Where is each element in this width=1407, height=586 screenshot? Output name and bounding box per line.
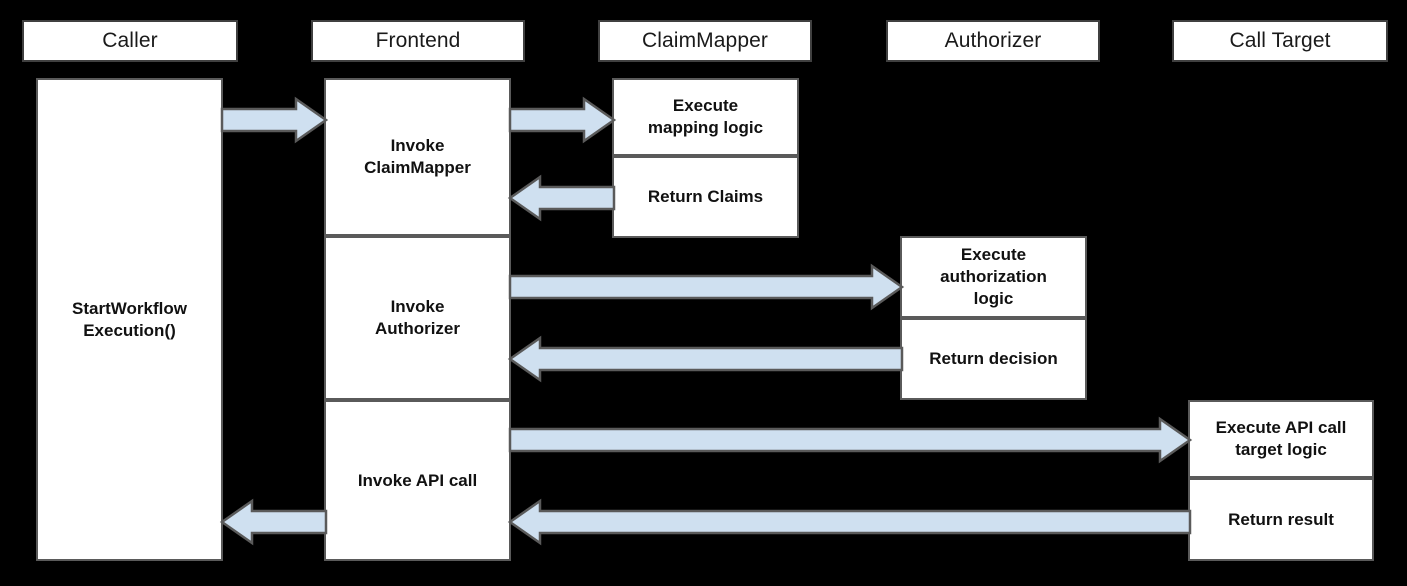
message-arrow-frontend-to-claimmapper[interactable] (508, 96, 617, 144)
activation-authorizer-execute-authorization-logic-label: Execute authorization logic (940, 245, 1047, 308)
lifeline-header-claimmapper[interactable]: ClaimMapper (598, 20, 812, 62)
activation-caller-label: StartWorkflow Execution() (72, 298, 187, 340)
activation-frontend-invoke-claimmapper-label: Invoke ClaimMapper (364, 136, 471, 177)
activation-authorizer-return-decision[interactable]: Return decision (900, 318, 1087, 400)
activation-calltarget-return-result-label: Return result (1228, 509, 1334, 529)
activation-caller-startworkflowexecution[interactable]: StartWorkflow Execution() (36, 78, 223, 561)
activation-frontend-invoke-api-call[interactable]: Invoke API call (324, 400, 511, 561)
activation-calltarget-execute-api-call-target-logic-label: Execute API call target logic (1215, 418, 1347, 459)
message-arrow-calltarget-to-frontend[interactable] (507, 498, 1192, 546)
activation-frontend-invoke-authorizer-label: Invoke Authorizer (375, 297, 460, 338)
activation-claimmapper-execute-mapping-logic-label: Execute mapping logic (647, 96, 764, 137)
message-arrow-caller-to-frontend[interactable] (220, 96, 329, 144)
activation-authorizer-return-decision-label: Return decision (929, 349, 1058, 369)
activation-authorizer-execute-authorization-logic[interactable]: Execute authorization logic (900, 236, 1087, 318)
activation-calltarget-execute-api-call-target-logic[interactable]: Execute API call target logic (1188, 400, 1374, 478)
lifeline-header-calltarget-label: Call Target (1229, 29, 1331, 52)
activation-claimmapper-return-claims-label: Return Claims (647, 187, 764, 207)
lifeline-header-authorizer-label: Authorizer (944, 29, 1042, 52)
message-arrow-frontend-to-caller[interactable] (219, 498, 328, 546)
lifeline-header-frontend-label: Frontend (375, 29, 461, 52)
message-arrow-frontend-to-calltarget[interactable] (508, 416, 1193, 464)
activation-frontend-invoke-claimmapper[interactable]: Invoke ClaimMapper (324, 78, 511, 236)
lifeline-header-frontend[interactable]: Frontend (311, 20, 525, 62)
lifeline-header-caller-label: Caller (102, 29, 158, 52)
message-arrow-claimmapper-to-frontend[interactable] (507, 174, 616, 222)
activation-claimmapper-execute-mapping-logic[interactable]: Execute mapping logic (612, 78, 799, 156)
activation-frontend-invoke-api-call-label: Invoke API call (357, 470, 478, 490)
lifeline-header-calltarget[interactable]: Call Target (1172, 20, 1388, 62)
activation-frontend-invoke-authorizer[interactable]: Invoke Authorizer (324, 236, 511, 400)
lifeline-header-claimmapper-label: ClaimMapper (642, 29, 768, 52)
activation-claimmapper-return-claims[interactable]: Return Claims (612, 156, 799, 238)
message-arrow-frontend-to-authorizer[interactable] (508, 263, 905, 311)
message-arrow-authorizer-to-frontend[interactable] (507, 335, 904, 383)
lifeline-header-caller[interactable]: Caller (22, 20, 238, 62)
lifeline-header-authorizer[interactable]: Authorizer (886, 20, 1100, 62)
activation-calltarget-return-result[interactable]: Return result (1188, 478, 1374, 561)
